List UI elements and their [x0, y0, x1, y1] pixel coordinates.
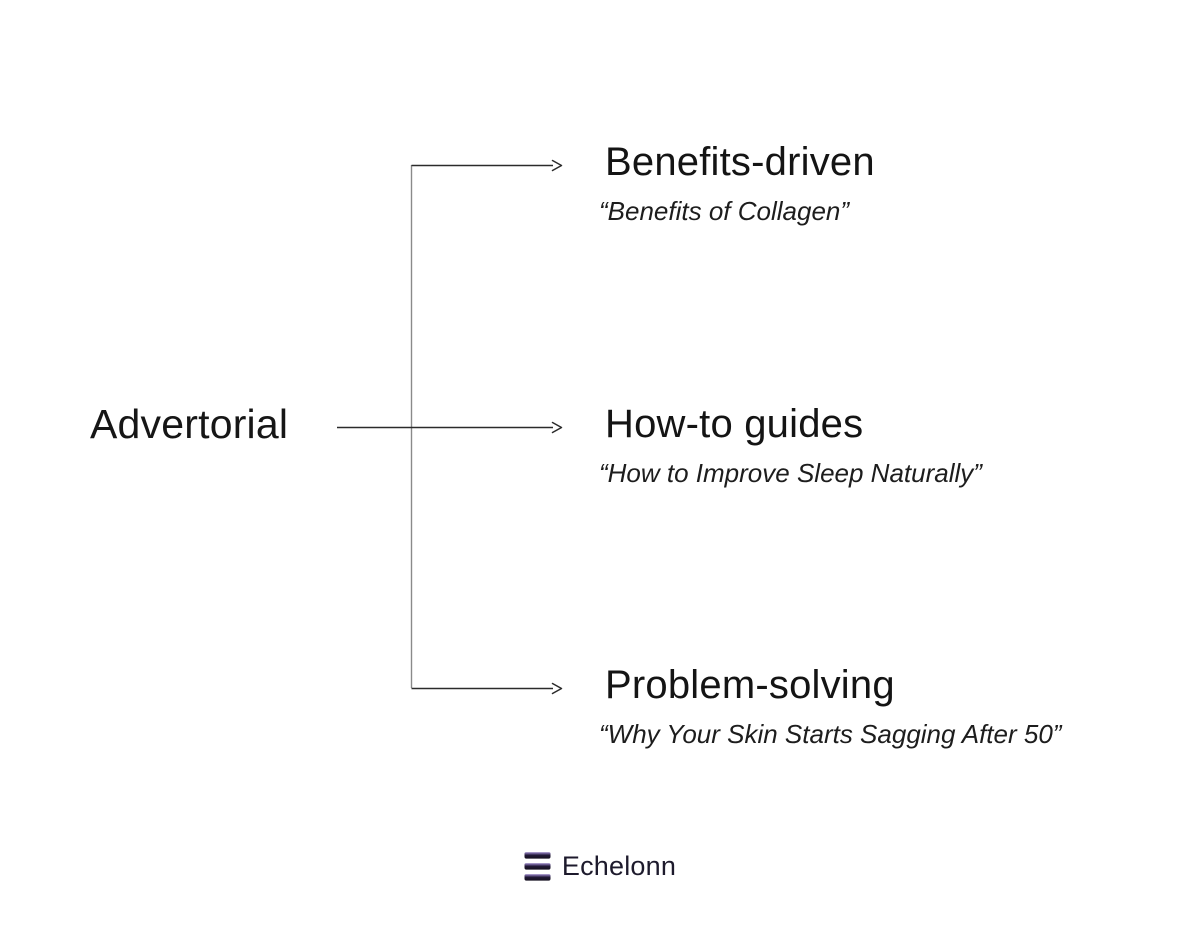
- branch-title: Benefits-driven: [605, 140, 875, 184]
- branch-problem-solving: Problem-solving “Why Your Skin Starts Sa…: [599, 661, 1061, 750]
- branch-title: How-to guides: [605, 402, 864, 446]
- branch-benefits-driven: Benefits-driven “Benefits of Collagen”: [599, 138, 875, 227]
- root-node-label: Advertorial: [90, 401, 289, 447]
- branch-example: “Why Your Skin Starts Sagging After 50”: [599, 719, 1062, 749]
- brand-name: Echelonn: [561, 851, 677, 881]
- branch-example: “Benefits of Collagen”: [599, 196, 850, 226]
- arrowhead-top-icon: [551, 159, 563, 172]
- arrowhead-bottom-icon: [551, 682, 563, 695]
- branch-example: “How to Improve Sleep Naturally”: [599, 458, 982, 488]
- three-bars-icon: [524, 852, 551, 881]
- branch-title: Problem-solving: [605, 663, 895, 707]
- branch-how-to-guides: How-to guides “How to Improve Sleep Natu…: [599, 400, 982, 489]
- arrowhead-middle-icon: [551, 421, 563, 434]
- footer-logo: Echelonn: [0, 851, 1200, 882]
